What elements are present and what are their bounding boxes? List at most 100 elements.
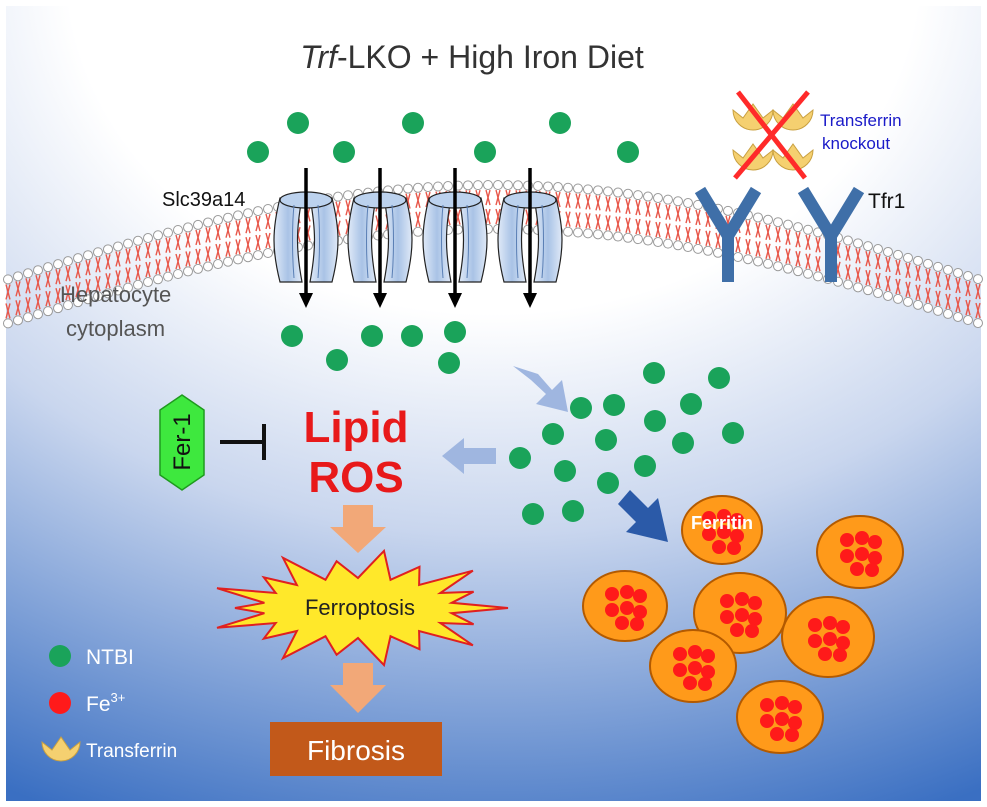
ntbi-dot-icon — [708, 367, 730, 389]
ntbi-dot-icon — [643, 362, 665, 384]
ferritin-icon — [736, 680, 824, 754]
ntbi-dots — [247, 112, 639, 163]
legend-transferrin: Transferrin — [86, 741, 177, 762]
ntbi-dot-icon — [49, 645, 71, 667]
ntbi-dot-icon — [444, 321, 466, 343]
ferritin-icon — [816, 515, 904, 589]
fibrosis-label: Fibrosis — [307, 735, 405, 766]
fe3-dot-icon — [630, 617, 644, 631]
transferrin-knockout-label-1: Transferrin — [820, 111, 902, 130]
fe3-dot-icon — [727, 541, 741, 555]
ntbi-dot-icon — [562, 500, 584, 522]
arrow-to-lipid-ros — [442, 438, 496, 474]
ntbi-dot-icon — [287, 112, 309, 134]
fe3-dot-icon — [633, 605, 647, 619]
fe3-dot-icon — [688, 661, 702, 675]
slc39a14-channels — [273, 168, 563, 308]
legend-ntbi: NTBI — [86, 646, 134, 669]
fe3-dot-icon — [620, 585, 634, 599]
fe3-dot-icon — [673, 647, 687, 661]
ntbi-dot-icon — [597, 472, 619, 494]
fe3-dot-icon — [785, 728, 799, 742]
fe3-dot-icon — [808, 618, 822, 632]
ntbi-dot-icon — [603, 394, 625, 416]
fe3-dot-icon — [770, 727, 784, 741]
fe3-dot-icon — [702, 511, 716, 525]
ntbi-dot-icon — [595, 429, 617, 451]
ntbi-dot-icon — [281, 325, 303, 347]
fe3-dot-icon — [788, 700, 802, 714]
fe3-dot-icon — [775, 712, 789, 726]
fe3-dot-icon — [717, 525, 731, 539]
fe3-dot-icon — [865, 563, 879, 577]
ntbi-dot-icon — [326, 349, 348, 371]
ntbi-dot-icon — [549, 112, 571, 134]
fe3-dot-icon — [688, 645, 702, 659]
fe3-dot-icon — [823, 632, 837, 646]
fe3-dot-icon — [818, 647, 832, 661]
arrow-ferroptosis-to-fibrosis — [330, 663, 386, 713]
fe3-dot-icon — [720, 610, 734, 624]
ntbi-dot-icon — [474, 141, 496, 163]
legend: NTBI Fe3+ Transferrin — [41, 645, 177, 762]
explosion-icon — [216, 548, 509, 668]
fe3-dot-icon — [605, 587, 619, 601]
fer1-hexagon — [159, 394, 205, 491]
ros-label: ROS — [308, 453, 403, 502]
ferritin-icon — [781, 596, 875, 678]
fe3-dot-icon — [620, 601, 634, 615]
fe3-dot-icon — [855, 531, 869, 545]
fe3-dot-icon — [702, 527, 716, 541]
fe3-dot-icon — [730, 529, 744, 543]
fe3-dot-icon — [730, 513, 744, 527]
fe3-dot-icon — [760, 698, 774, 712]
ferritin-label: Ferritin — [691, 513, 753, 533]
fe3-dot-icon — [823, 616, 837, 630]
fe3-dot-icon — [855, 547, 869, 561]
ntbi-dot-icon — [509, 447, 531, 469]
fe3-dot-icon — [868, 551, 882, 565]
transferrin-knockout-label-2: knockout — [822, 134, 890, 153]
ntbi-dot-icon — [247, 141, 269, 163]
fe3-dot-icon — [673, 663, 687, 677]
ntbi-dot-icon — [570, 397, 592, 419]
fe3-dot-icon — [735, 592, 749, 606]
fe3-dot-icon — [836, 636, 850, 650]
hepatocyte-label-2: cytoplasm — [66, 316, 165, 341]
ntbi-dot-icon — [402, 112, 424, 134]
fe3-dot-icon — [788, 716, 802, 730]
fe3-dot-icon — [701, 649, 715, 663]
ntbi-dot-icon — [554, 460, 576, 482]
slc39a14-label: Slc39a14 — [162, 189, 245, 211]
ferritin-cluster — [582, 495, 904, 754]
transferrin-knockout: Transferrin knockout — [732, 90, 902, 180]
fe3-dot-icon — [717, 509, 731, 523]
fe3-dot-icon — [840, 533, 854, 547]
arrow-ros-to-ferroptosis — [330, 505, 386, 553]
tfr1-receptors — [694, 186, 865, 282]
fe3-dot-icon — [683, 676, 697, 690]
fe3-dot-icon — [49, 692, 71, 714]
ferritin-icon — [582, 570, 668, 642]
light-blue-arrows — [442, 366, 668, 542]
channel-icon — [497, 168, 563, 308]
ntbi-dot-icon — [634, 455, 656, 477]
ferroptosis-label: Ferroptosis — [305, 595, 415, 620]
ntbi-dot-icon — [333, 141, 355, 163]
fe3-dot-icon — [850, 562, 864, 576]
fe3-dot-icon — [836, 620, 850, 634]
fe3-dot-icon — [712, 540, 726, 554]
fe3-dot-icon — [735, 608, 749, 622]
channel-icon — [273, 168, 339, 308]
lipid-label: Lipid — [303, 403, 408, 452]
ntbi-dot-icon — [542, 423, 564, 445]
fe3-dot-icon — [833, 648, 847, 662]
ferritin-icon — [649, 629, 737, 703]
fe3-dot-icon — [605, 603, 619, 617]
fibrosis-box — [270, 722, 442, 776]
tfr1-label: Tfr1 — [868, 190, 905, 213]
fe3-dot-icon — [760, 714, 774, 728]
hepatocyte-label-1: Hepatocyte — [60, 282, 171, 307]
ferritin-icon — [681, 495, 763, 565]
ntbi-dot-icon — [680, 393, 702, 415]
